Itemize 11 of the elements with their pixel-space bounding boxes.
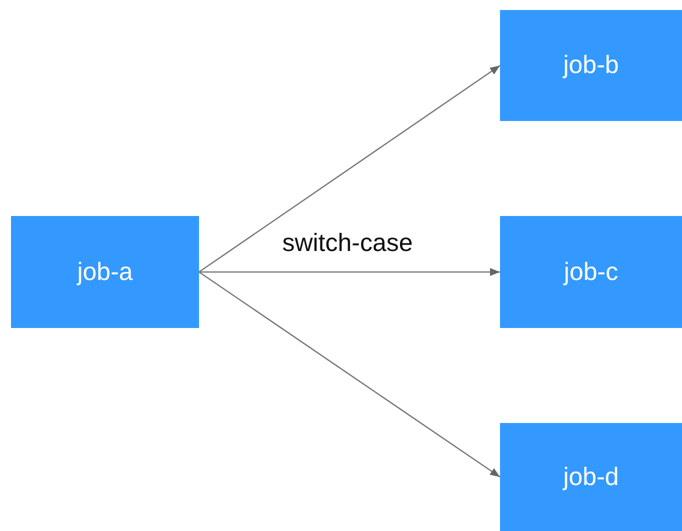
arrow [198,271,500,478]
process-box [11,216,199,328]
node-label: job-a [77,258,133,286]
process-box [500,10,682,121]
arrow [199,268,500,276]
node-label: job-b [563,51,619,80]
process-box [500,423,682,531]
node-label: job-d [563,462,619,492]
node-label: job-c [564,258,618,286]
arrow [198,64,500,273]
process-box [500,216,682,328]
